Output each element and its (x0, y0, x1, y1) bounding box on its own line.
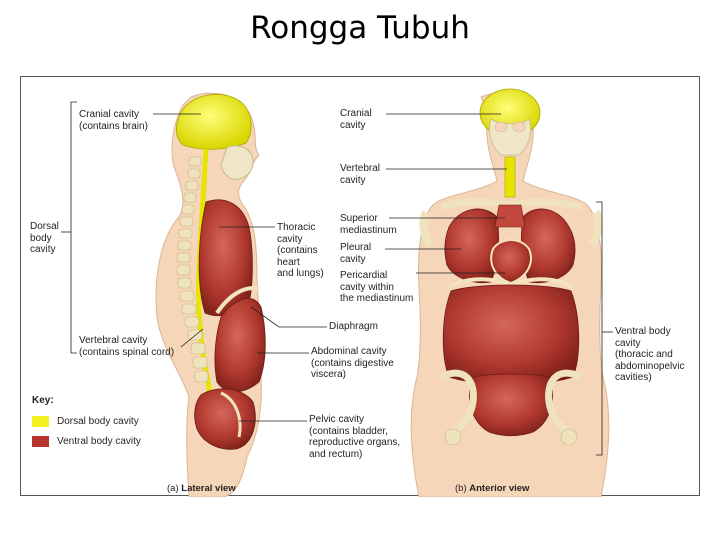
thoracic-cavity-lateral (198, 199, 253, 317)
pleural-cavity-left (444, 208, 499, 284)
slide-title: Rongga Tubuh (250, 10, 470, 46)
anterior-leaders (385, 113, 507, 274)
label-pleural-cavity: Pleural cavity (340, 242, 372, 265)
key-swatch-dorsal (32, 416, 49, 427)
key-label-ventral: Ventral body cavity (57, 436, 141, 447)
caption-anterior-text: Anterior view (469, 483, 530, 494)
label-cranial-cavity-lateral: Cranial cavity (contains brain) (79, 109, 148, 132)
label-diaphragm: Diaphragm (329, 321, 378, 332)
anterior-body (410, 88, 610, 497)
abdominal-cavity-lateral (214, 297, 266, 393)
key-item-ventral: Ventral body cavity (32, 435, 141, 448)
label-ventral-body-cavity: Ventral body cavity (thoracic and abdomi… (615, 326, 685, 383)
abdominal-cavity-anterior (442, 284, 580, 385)
pelvic-cavity-anterior (469, 373, 553, 437)
pericardial-cavity (490, 239, 532, 285)
label-vertebral-cavity-anterior: Vertebral cavity (340, 163, 381, 186)
vertebral-cavity-anterior (504, 156, 516, 198)
label-thoracic-cavity: Thoracic cavity (contains heart and lung… (277, 222, 324, 279)
key-title: Key: (32, 395, 54, 406)
caption-anterior-view: (b) Anterior view (455, 483, 529, 494)
label-pericardial-cavity: Pericardial cavity within the mediastinu… (340, 270, 414, 304)
caption-anterior-prefix: (b) (455, 483, 467, 494)
key-item-dorsal: Dorsal body cavity (32, 415, 139, 428)
label-pelvic-cavity: Pelvic cavity (contains bladder, reprodu… (309, 414, 401, 460)
body-cavities-figure: Cranial cavity (contains brain) Dorsal b… (20, 76, 700, 497)
lateral-leaders (153, 113, 327, 422)
lateral-body (155, 92, 266, 497)
label-vertebral-cavity-lateral: Vertebral cavity (contains spinal cord) (79, 335, 175, 358)
cranial-cavity-lateral (175, 94, 252, 150)
label-cranial-cavity-anterior: Cranial cavity (340, 108, 372, 131)
caption-lateral-view: (a) Lateral view (167, 483, 236, 494)
caption-lateral-text: Lateral view (181, 483, 236, 494)
key-swatch-ventral (32, 436, 49, 447)
anatomy-illustration (61, 88, 613, 497)
caption-lateral-prefix: (a) (167, 483, 179, 494)
label-superior-mediastinum: Superior mediastinum (340, 213, 397, 236)
label-abdominal-cavity: Abdominal cavity (contains digestive vis… (311, 346, 394, 380)
label-dorsal-body-cavity: Dorsal body cavity (30, 221, 59, 255)
key-label-dorsal: Dorsal body cavity (57, 416, 139, 427)
